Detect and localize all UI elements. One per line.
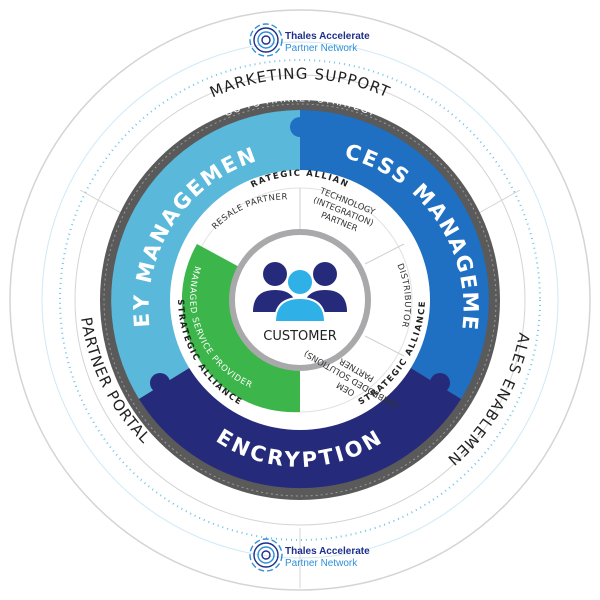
brand-logo-bottom: Thales Accelerate Partner Network [249, 538, 370, 572]
brand-name-bottom-2: Partner Network [285, 558, 358, 569]
brand-name-bottom-1: Thales Accelerate [285, 546, 370, 557]
outer-ring-inner-edge [74, 74, 526, 526]
partner-divider-3 [364, 335, 405, 357]
puzzle-notch-top [290, 117, 310, 137]
partner-divider-2 [364, 243, 405, 265]
fingerprint-icon [249, 23, 283, 57]
customer-label: CUSTOMER [263, 329, 336, 344]
puzzle-notch-left [150, 373, 170, 393]
people-icon [253, 262, 347, 323]
brand-name-top-2: Partner Network [285, 43, 358, 54]
outer-tick-band [59, 59, 541, 541]
brand-logo-top: Thales Accelerate Partner Network [249, 23, 370, 57]
puzzle-notch-right [430, 373, 450, 393]
gtm-ring-dash [103, 103, 497, 497]
brand-name-top-1: Thales Accelerate [285, 31, 370, 42]
fingerprint-icon-bottom [249, 538, 283, 572]
